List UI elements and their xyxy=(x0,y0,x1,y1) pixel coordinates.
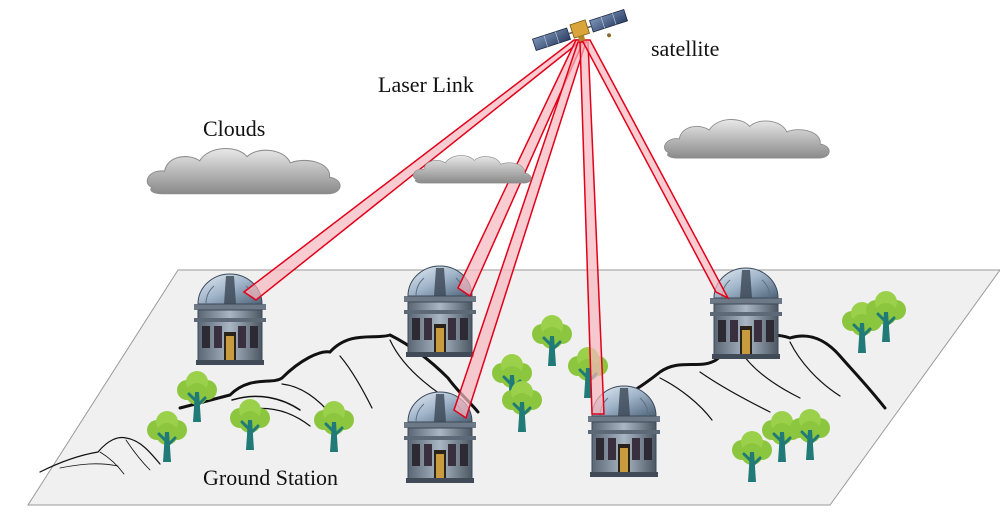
cloud-icon xyxy=(664,119,830,159)
laser-link-label: Laser Link xyxy=(378,72,474,97)
observatory-icon xyxy=(709,267,783,360)
cloud-icon xyxy=(146,148,341,195)
laser-beam xyxy=(580,39,730,300)
laser-links xyxy=(242,39,730,420)
ground-station-label: Ground Station xyxy=(203,465,339,490)
clouds-label: Clouds xyxy=(203,116,266,141)
satellite-icon xyxy=(531,8,629,52)
satellite-label: satellite xyxy=(651,36,720,61)
